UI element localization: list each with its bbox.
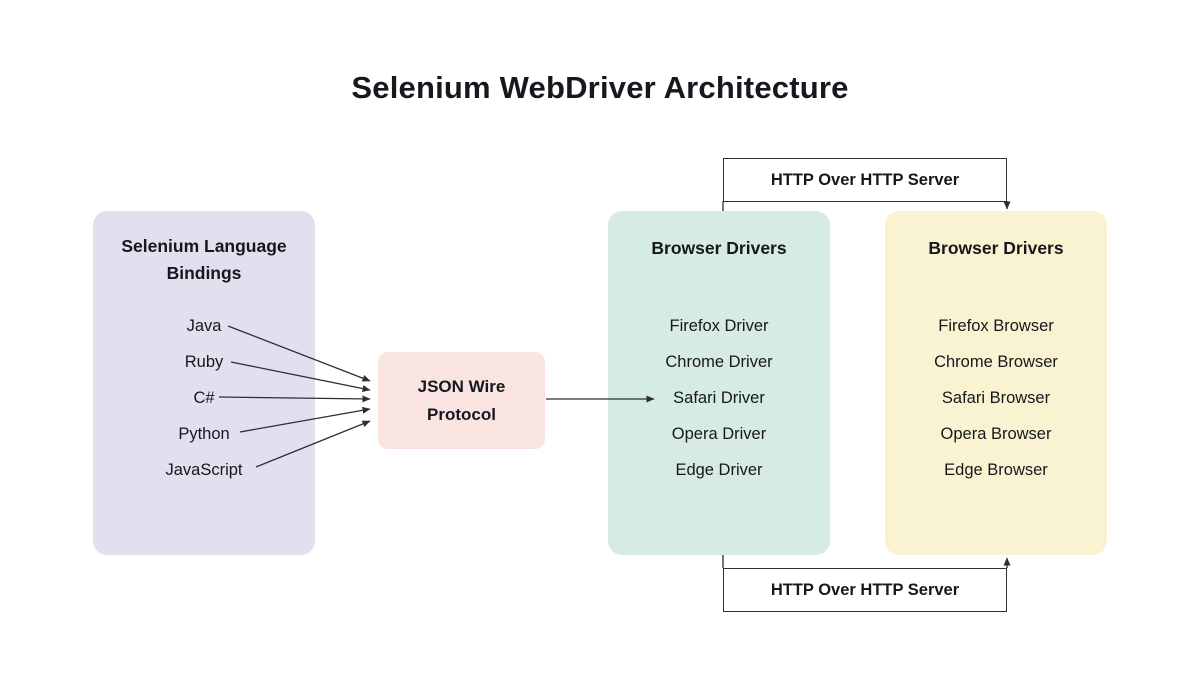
binding-item-java: Java <box>186 317 222 335</box>
top-connector-label: HTTP Over HTTP Server <box>723 158 1007 202</box>
browser-drivers-list: Firefox Driver Chrome Driver Safari Driv… <box>608 308 830 488</box>
browsers-box: Browser Drivers Firefox Browser Chrome B… <box>885 211 1107 555</box>
browser-item-safari: Safari Browser <box>941 389 1051 407</box>
driver-item-edge: Edge Driver <box>675 461 763 479</box>
json-wire-protocol-box: JSON Wire Protocol <box>378 352 545 449</box>
browsers-heading: Browser Drivers <box>928 238 1064 258</box>
binding-item-javascript: JavaScript <box>165 461 243 479</box>
browser-item-chrome: Chrome Browser <box>934 353 1058 371</box>
driver-item-chrome: Chrome Driver <box>665 353 773 371</box>
browser-item-firefox: Firefox Browser <box>938 317 1054 335</box>
browser-drivers-box: Browser Drivers Firefox Driver Chrome Dr… <box>608 211 830 555</box>
language-bindings-heading: Selenium Language Bindings <box>121 236 287 283</box>
binding-item-python: Python <box>178 425 230 443</box>
language-bindings-box: Selenium Language Bindings Java Ruby C# … <box>93 211 315 555</box>
json-wire-protocol-line1: JSON Wire <box>417 376 506 396</box>
browser-item-opera: Opera Browser <box>940 425 1052 443</box>
diagram-title: Selenium WebDriver Architecture <box>351 70 849 105</box>
binding-item-csharp: C# <box>193 389 215 407</box>
browser-drivers-heading: Browser Drivers <box>651 238 787 258</box>
json-wire-protocol-line2: Protocol <box>427 404 496 424</box>
driver-item-safari: Safari Driver <box>673 389 765 407</box>
language-bindings-list: Java Ruby C# Python JavaScript <box>93 308 315 488</box>
driver-item-opera: Opera Driver <box>671 425 767 443</box>
browsers-list: Firefox Browser Chrome Browser Safari Br… <box>885 308 1107 488</box>
binding-item-ruby: Ruby <box>184 353 224 371</box>
bottom-connector-label: HTTP Over HTTP Server <box>723 568 1007 612</box>
browser-item-edge: Edge Browser <box>944 461 1048 479</box>
driver-item-firefox: Firefox Driver <box>669 317 769 335</box>
